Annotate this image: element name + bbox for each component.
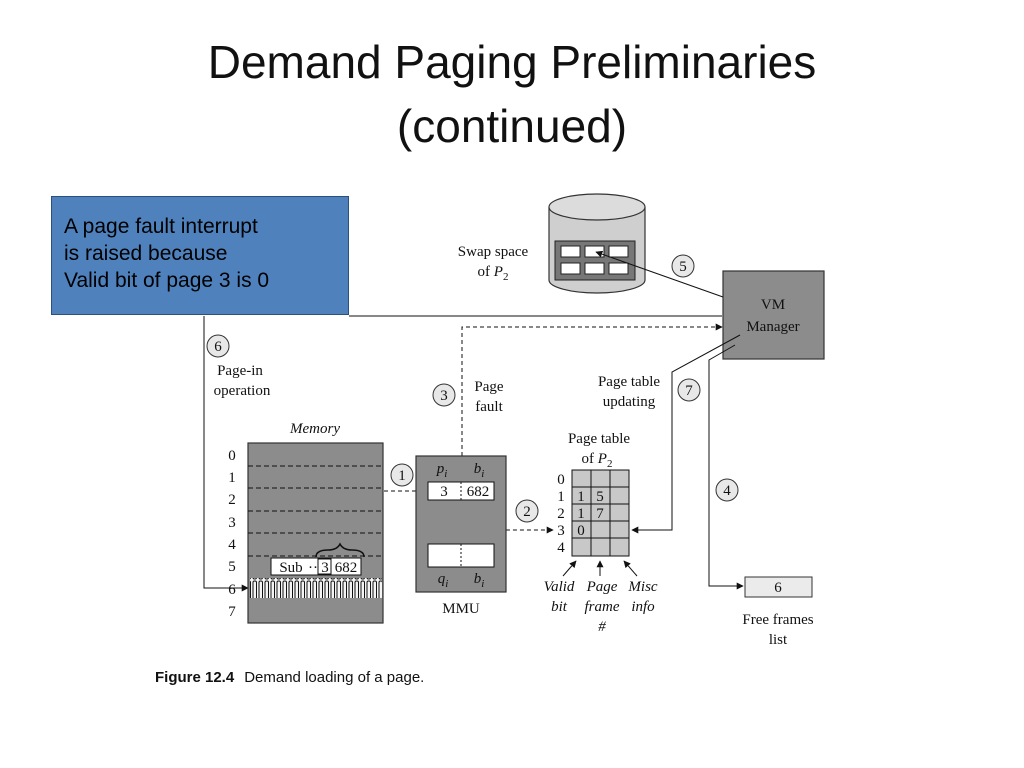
figure-caption: Figure 12.4 Demand loading of a page. — [155, 669, 424, 686]
figure-caption-label: Figure 12.4 — [155, 669, 235, 686]
svg-text:5: 5 — [228, 559, 236, 575]
svg-text:1: 1 — [398, 468, 406, 484]
step-5-arrow — [595, 250, 724, 298]
step-1-marker: 1 — [390, 463, 414, 487]
mmu-box — [415, 455, 507, 593]
title-line-1: Demand Paging Preliminaries — [207, 36, 817, 88]
mmu-address-register: 3 682 — [427, 481, 495, 501]
slide-title: Demand Paging Preliminaries (continued) — [0, 30, 1024, 158]
page-table-grid — [571, 469, 630, 557]
step-4-arrow — [708, 344, 744, 590]
swap-label-line-1: Swap space — [458, 244, 529, 260]
free-frames-value: 6 — [774, 580, 782, 596]
mmu-b-label: bi — [474, 461, 485, 480]
svg-text:3: 3 — [440, 388, 448, 404]
title-line-2: (continued) — [396, 100, 628, 152]
svg-text:682: 682 — [335, 560, 358, 576]
vm-manager-label-2: Manager — [746, 319, 799, 335]
mmu-q-label: qi — [438, 571, 449, 590]
svg-text:Page: Page — [586, 579, 618, 595]
svg-text:7: 7 — [228, 604, 236, 620]
svg-text:Valid: Valid — [544, 579, 575, 595]
column-pointer-arrows — [562, 560, 638, 577]
page-table-row-labels: 0 1 2 3 4 — [557, 472, 565, 556]
svg-text:3: 3 — [557, 523, 565, 539]
svg-text:4: 4 — [557, 540, 565, 556]
step-7-arrow — [631, 334, 741, 534]
loaded-page-frame — [250, 578, 382, 598]
page-table-column-labels: Valid bit Page frame # Misc info — [544, 579, 658, 635]
pt-update-label-1: Page table — [598, 374, 660, 390]
svg-text:2: 2 — [228, 492, 236, 508]
svg-text:1: 1 — [557, 489, 565, 505]
mmu-p-label: pi — [436, 461, 448, 480]
page-in-label-2: operation — [214, 383, 271, 399]
step-2-marker: 2 — [515, 499, 539, 523]
svg-text:4: 4 — [723, 483, 731, 499]
svg-text:2: 2 — [557, 506, 565, 522]
svg-text:bit: bit — [551, 599, 568, 615]
svg-text:0: 0 — [557, 472, 565, 488]
mmu-b2-label: bi — [474, 571, 485, 590]
page-table-cells: 1 5 1 7 0 — [577, 489, 604, 539]
vm-manager-box — [722, 270, 825, 360]
step-7-marker: 7 — [677, 378, 701, 402]
svg-text:3: 3 — [440, 484, 448, 500]
svg-text:0: 0 — [228, 448, 236, 464]
callout-line-2: is raised because — [64, 242, 228, 265]
sub-instruction: Sub ·· 3 682 — [270, 557, 362, 576]
callout-line-1: A page fault interrupt — [64, 215, 258, 238]
svg-text:4: 4 — [228, 537, 236, 553]
page-table-title-2: of P2 — [582, 451, 613, 470]
step-3-marker: 3 — [432, 383, 456, 407]
svg-text:3: 3 — [321, 560, 329, 576]
memory-row-labels: 0 1 2 3 4 5 6 7 — [228, 448, 236, 620]
svg-text:682: 682 — [467, 484, 490, 500]
step-6-arrow — [203, 316, 249, 592]
step-3-arrow — [461, 323, 723, 456]
pt-update-label-2: updating — [603, 394, 656, 410]
pt-row1-valid: 1 — [577, 489, 585, 505]
svg-text:2: 2 — [523, 504, 531, 520]
svg-text:3: 3 — [228, 515, 236, 531]
free-frames-label-1: Free frames — [742, 612, 813, 628]
pt-row2-frame: 7 — [596, 506, 604, 522]
memory-label: Memory — [289, 421, 340, 437]
step-4-marker: 4 — [715, 478, 739, 502]
pt-row3-valid: 0 — [577, 523, 585, 539]
vm-manager-label-1: VM — [761, 297, 785, 313]
free-frames-label-2: list — [769, 632, 788, 648]
brace-icon — [315, 542, 365, 558]
page-fault-callout: A page fault interrupt is raised because… — [51, 196, 349, 315]
svg-text:7: 7 — [685, 383, 693, 399]
svg-text:frame: frame — [585, 599, 620, 615]
mmu-label: MMU — [442, 601, 480, 617]
pt-row1-frame: 5 — [596, 489, 604, 505]
svg-text:info: info — [631, 599, 655, 615]
pt-row2-valid: 1 — [577, 506, 585, 522]
svg-text:Sub: Sub — [279, 560, 302, 576]
step-5-marker: 5 — [671, 254, 695, 278]
swap-label-line-2: of P2 — [478, 264, 509, 283]
step-6-marker: 6 — [206, 334, 230, 358]
svg-text:5: 5 — [679, 259, 687, 275]
svg-text:Misc: Misc — [627, 579, 658, 595]
page-fault-label-1: Page — [474, 379, 504, 395]
mmu-effective-address — [427, 543, 495, 568]
swap-space-disk — [548, 193, 646, 294]
page-table-title-1: Page table — [568, 431, 630, 447]
figure-caption-text: Demand loading of a page. — [244, 669, 424, 686]
svg-text:6: 6 — [228, 582, 236, 598]
svg-text:··: ·· — [308, 560, 318, 576]
free-frames-box — [744, 576, 813, 598]
svg-text:#: # — [598, 619, 606, 635]
svg-text:6: 6 — [214, 339, 222, 355]
page-fault-label-2: fault — [475, 399, 503, 415]
svg-text:1: 1 — [228, 470, 236, 486]
page-in-label-1: Page-in — [217, 363, 263, 379]
callout-line-3: Valid bit of page 3 is 0 — [64, 269, 270, 292]
